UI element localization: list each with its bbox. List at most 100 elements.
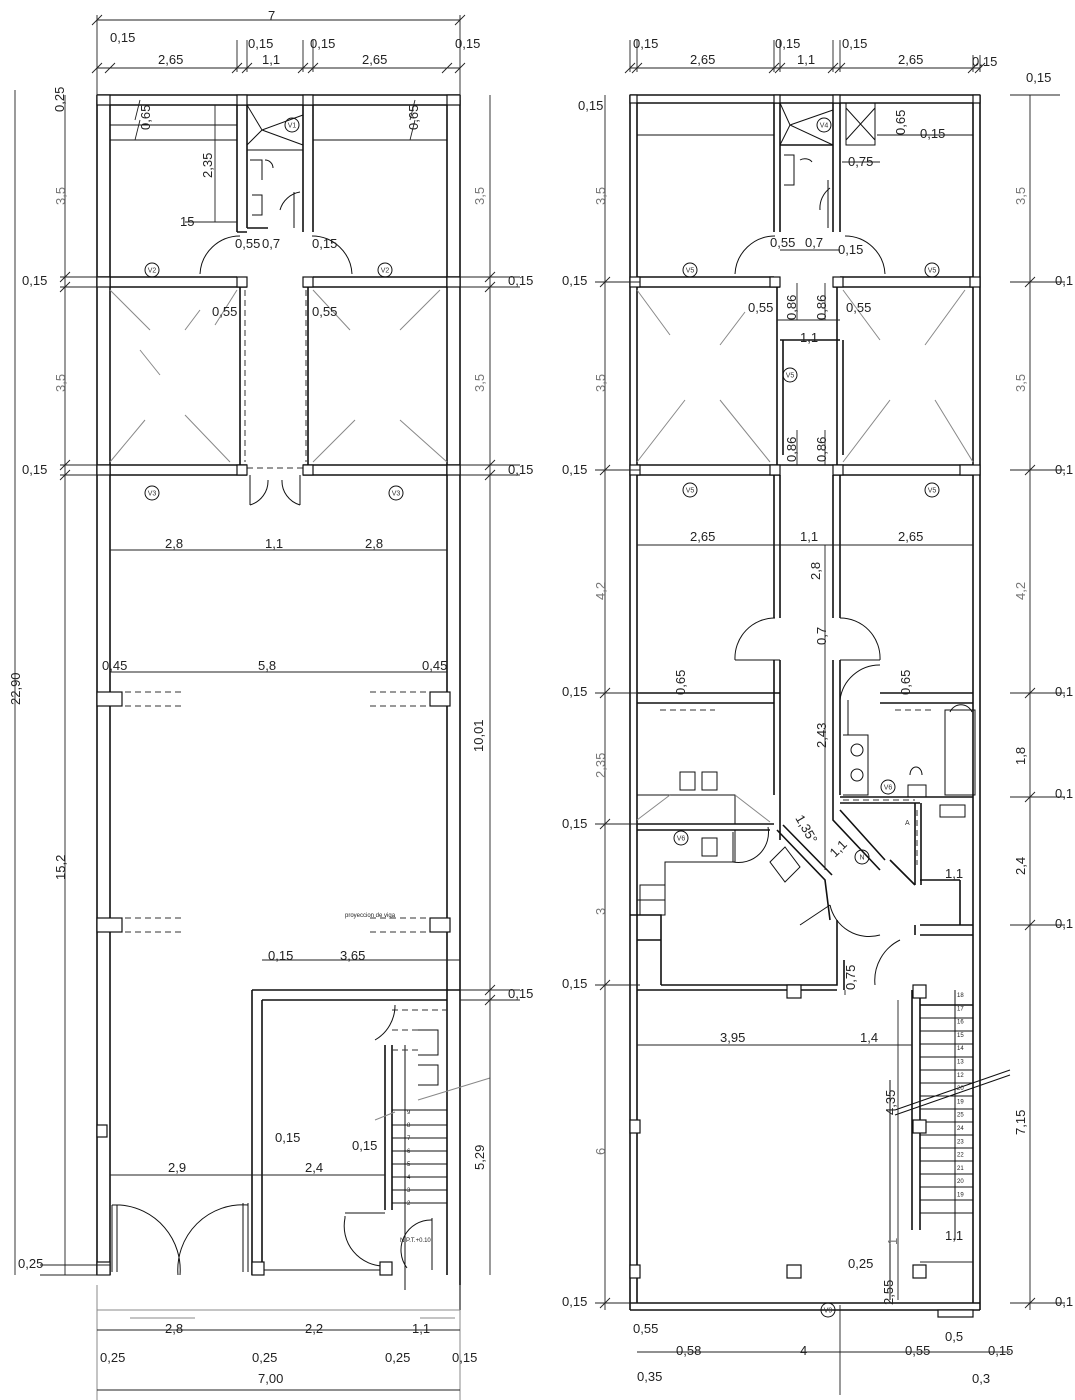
dimension-label: 0,58 bbox=[676, 1343, 701, 1358]
dimension-label: 0,1 bbox=[1055, 462, 1073, 477]
tag-circle bbox=[924, 262, 940, 278]
dimension-label: 0,15 bbox=[508, 986, 533, 1001]
dimension-label: 2,35 bbox=[200, 153, 215, 178]
stair-step-number: 24 bbox=[957, 1126, 964, 1132]
dimension-label: 2,65 bbox=[362, 52, 387, 67]
dimension-label: 3,65 bbox=[340, 948, 365, 963]
dimension-label: 10,01 bbox=[471, 719, 486, 752]
stair-step-number: 9 bbox=[407, 1110, 411, 1116]
dimension-label: 0,45 bbox=[102, 658, 127, 673]
element-tag: N bbox=[859, 855, 864, 862]
dimension-label: 0,65 bbox=[898, 670, 913, 695]
note-proyeccion-de-viga: proyeccion de viga bbox=[345, 913, 396, 919]
dimension-label: 0,55 bbox=[770, 235, 795, 250]
dimension-label: 0,65 bbox=[893, 110, 908, 135]
dimension-label: 0,15 bbox=[508, 273, 533, 288]
dimension-label: 0,7 bbox=[814, 627, 829, 645]
dimension-label: 0,35 bbox=[637, 1369, 662, 1384]
left-plan bbox=[14, 14, 520, 1400]
element-tag: V5 bbox=[686, 268, 695, 275]
dimension-label: 0,25 bbox=[100, 1350, 125, 1365]
note-npt-level: N.P.T.+0.10 bbox=[400, 1238, 431, 1244]
dimension-label: 1,1 bbox=[412, 1321, 430, 1336]
dimension-label: 0,15 bbox=[838, 242, 863, 257]
dimension-label: 2,2 bbox=[305, 1321, 323, 1336]
element-tag: V2 bbox=[148, 268, 157, 275]
dimension-label: 0,25 bbox=[52, 87, 67, 112]
dimension-label: 0,15 bbox=[248, 36, 273, 51]
dimension-label: 0,86 bbox=[784, 437, 799, 462]
dimension-label: 5,29 bbox=[472, 1145, 487, 1170]
right-walls bbox=[629, 94, 1011, 1318]
dimension-label: 0,55 bbox=[905, 1343, 930, 1358]
dimension-label: 7,15 bbox=[1013, 1110, 1028, 1135]
dimension-label: 2,65 bbox=[690, 52, 715, 67]
dimension-label: 3,5 bbox=[1013, 374, 1028, 392]
stair-step-number: 21 bbox=[957, 1166, 964, 1172]
dimension-label: 0,1 bbox=[1055, 684, 1073, 699]
dimension-label: 0,15 bbox=[22, 273, 47, 288]
dimension-label: 4,2 bbox=[1013, 582, 1028, 600]
stair-step-number: 2 bbox=[407, 1201, 411, 1207]
stair-step-number: 13 bbox=[957, 1060, 964, 1066]
dimension-label: 0,15 bbox=[312, 236, 337, 251]
dimension-label: 0,55 bbox=[846, 300, 871, 315]
element-tag: V1 bbox=[288, 123, 297, 130]
dimension-label: 3,5 bbox=[472, 374, 487, 392]
left-walls bbox=[96, 94, 491, 1400]
dimension-label: 0,65 bbox=[673, 670, 688, 695]
dimension-label: 3,5 bbox=[593, 374, 608, 392]
tag-circle bbox=[284, 117, 300, 133]
dimension-label: 0,15 bbox=[562, 462, 587, 477]
dimension-label: 0,55 bbox=[212, 304, 237, 319]
element-tag: V3 bbox=[148, 491, 157, 498]
dimension-label: 0,15 bbox=[842, 36, 867, 51]
dimension-label: 0,86 bbox=[814, 295, 829, 320]
dimension-label: 2,4 bbox=[305, 1160, 323, 1175]
dimension-label: 0,1 bbox=[1055, 786, 1073, 801]
dimension-label: 0,15 bbox=[275, 1130, 300, 1145]
dimension-label: 0,15 bbox=[775, 36, 800, 51]
dimension-label: 7,00 bbox=[258, 1371, 283, 1386]
stair-step-number: 20 bbox=[957, 1179, 964, 1185]
dimension-label: 1,1 bbox=[265, 536, 283, 551]
dimension-label: 0,55 bbox=[312, 304, 337, 319]
dimension-label: 0,15 bbox=[1026, 70, 1051, 85]
dimension-label: 4,35 bbox=[883, 1090, 898, 1115]
dimension-label: 2,4 bbox=[1013, 857, 1028, 875]
dimension-label: 0,15 bbox=[310, 36, 335, 51]
dimension-label: 0,1 bbox=[1055, 916, 1073, 931]
dimension-label: 2,65 bbox=[898, 529, 923, 544]
tag-circle bbox=[924, 482, 940, 498]
stair-step-number: 25 bbox=[957, 1113, 964, 1119]
dimension-label: 3,5 bbox=[1013, 187, 1028, 205]
dimension-label: 0,86 bbox=[814, 437, 829, 462]
dimension-label: 0,15 bbox=[452, 1350, 477, 1365]
dimension-label: 0,3 bbox=[972, 1371, 990, 1386]
tag-circle bbox=[377, 262, 393, 278]
dimension-label: 0,25 bbox=[18, 1256, 43, 1271]
stair-step-number: 6 bbox=[407, 1149, 411, 1155]
dimension-label: 3,5 bbox=[472, 187, 487, 205]
tag-circle bbox=[682, 262, 698, 278]
element-tag: V5 bbox=[686, 488, 695, 495]
dimension-label: 0,75 bbox=[843, 965, 858, 990]
element-tag: V4 bbox=[820, 123, 829, 130]
dimension-label: 2,43 bbox=[814, 723, 829, 748]
tag-circle bbox=[388, 485, 404, 501]
dimension-label: 0,15 bbox=[268, 948, 293, 963]
dimension-label: 0,65 bbox=[406, 105, 421, 130]
stair-step-number: 17 bbox=[957, 1006, 964, 1012]
dimension-label: 0,55 bbox=[748, 300, 773, 315]
tag-circle bbox=[144, 485, 160, 501]
stair-step-number: 15 bbox=[957, 1033, 964, 1039]
dimension-label: 3,5 bbox=[53, 374, 68, 392]
element-tag: V6 bbox=[677, 836, 686, 843]
stair-step-number: 20 bbox=[957, 1086, 964, 1092]
dimension-label: 2,65 bbox=[690, 529, 715, 544]
dimension-label: 1 bbox=[885, 1238, 900, 1245]
element-tag: V5 bbox=[928, 488, 937, 495]
dimension-label: 0,25 bbox=[848, 1256, 873, 1271]
dimension-label: 0,7 bbox=[262, 236, 280, 251]
